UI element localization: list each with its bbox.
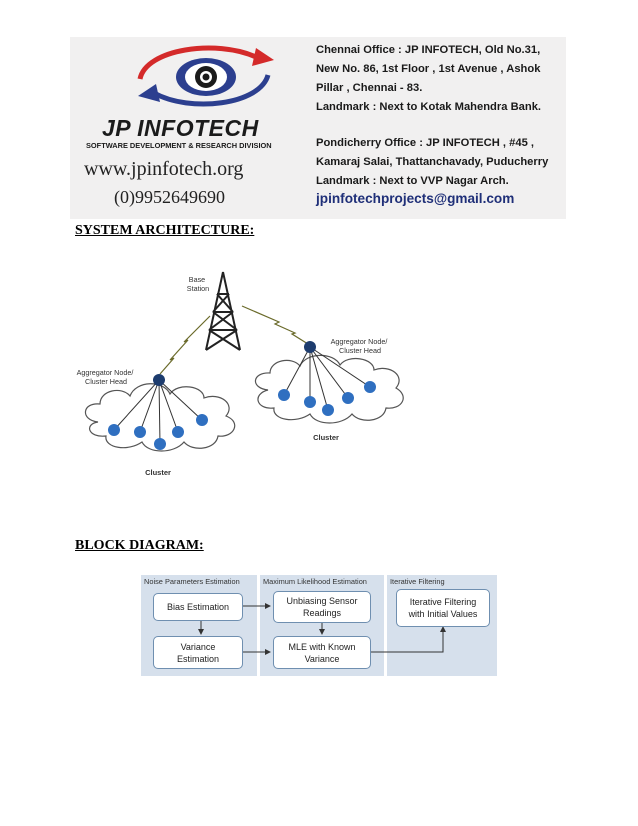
chennai-office-address: Chennai Office : JP INFOTECH, Old No.31,… <box>316 41 541 117</box>
aggregator-node-right <box>304 341 316 353</box>
company-subtitle: SOFTWARE DEVELOPMENT & RESEARCH DIVISION <box>86 141 272 150</box>
cluster-label-left: Cluster <box>145 468 171 477</box>
cluster-label-right: Cluster <box>313 433 339 442</box>
wireless-link-left <box>160 316 210 374</box>
pondy-line: Pondicherry Office : JP INFOTECH , #45 , <box>316 134 548 153</box>
sensor-node <box>196 414 208 426</box>
base-station-label: Base Station <box>187 275 209 293</box>
company-name: JP INFOTECH <box>102 115 259 142</box>
base-station-tower <box>206 272 240 350</box>
sensor-node <box>278 389 290 401</box>
sensor-node <box>304 396 316 408</box>
system-architecture-diagram: Base Station Aggregator Node/ Cluster He… <box>70 262 410 492</box>
sensor-node <box>134 426 146 438</box>
chennai-line: New No. 86, 1st Floor , 1st Avenue , Ash… <box>316 60 541 79</box>
variance-estimation-box: Variance Estimation <box>153 636 243 669</box>
block-diagram-heading: BLOCK DIAGRAM: <box>75 538 204 554</box>
chennai-line: Pillar , Chennai - 83. <box>316 79 541 98</box>
sensor-node <box>108 424 120 436</box>
aggregator-label-right: Aggregator Node/ Cluster Head <box>331 337 390 355</box>
pondy-line: Landmark : Next to VVP Nagar Arch. <box>316 172 548 191</box>
aggregator-label-left: Aggregator Node/ Cluster Head <box>77 368 136 386</box>
chennai-line: Landmark : Next to Kotak Mahendra Bank. <box>316 98 541 117</box>
email-address: jpinfotechprojects@gmail.com <box>316 191 514 206</box>
header-banner: JP INFOTECH SOFTWARE DEVELOPMENT & RESEA… <box>70 37 566 219</box>
pondy-line: Kamaraj Salai, Thattanchavady, Puducherr… <box>316 153 548 172</box>
mle-known-variance-box: MLE with Known Variance <box>273 636 371 669</box>
sensor-node <box>342 392 354 404</box>
system-architecture-heading: SYSTEM ARCHITECTURE: <box>75 223 254 239</box>
jp-infotech-logo <box>128 41 278 111</box>
sensor-node <box>154 438 166 450</box>
bias-estimation-box: Bias Estimation <box>153 593 243 621</box>
pondicherry-office-address: Pondicherry Office : JP INFOTECH , #45 ,… <box>316 134 548 191</box>
sensor-node <box>172 426 184 438</box>
wireless-link-right <box>242 306 308 344</box>
sensor-node <box>322 404 334 416</box>
website-url: www.jpinfotech.org <box>84 158 243 181</box>
block-diagram: Noise Parameters Estimation Maximum Like… <box>141 575 497 676</box>
iterative-filtering-box: Iterative Filtering with Initial Values <box>396 589 490 627</box>
aggregator-node-left <box>153 374 165 386</box>
phone-number: (0)9952649690 <box>114 187 225 208</box>
unbiasing-readings-box: Unbiasing Sensor Readings <box>273 591 371 623</box>
chennai-line: Chennai Office : JP INFOTECH, Old No.31, <box>316 41 541 60</box>
sensor-node <box>364 381 376 393</box>
